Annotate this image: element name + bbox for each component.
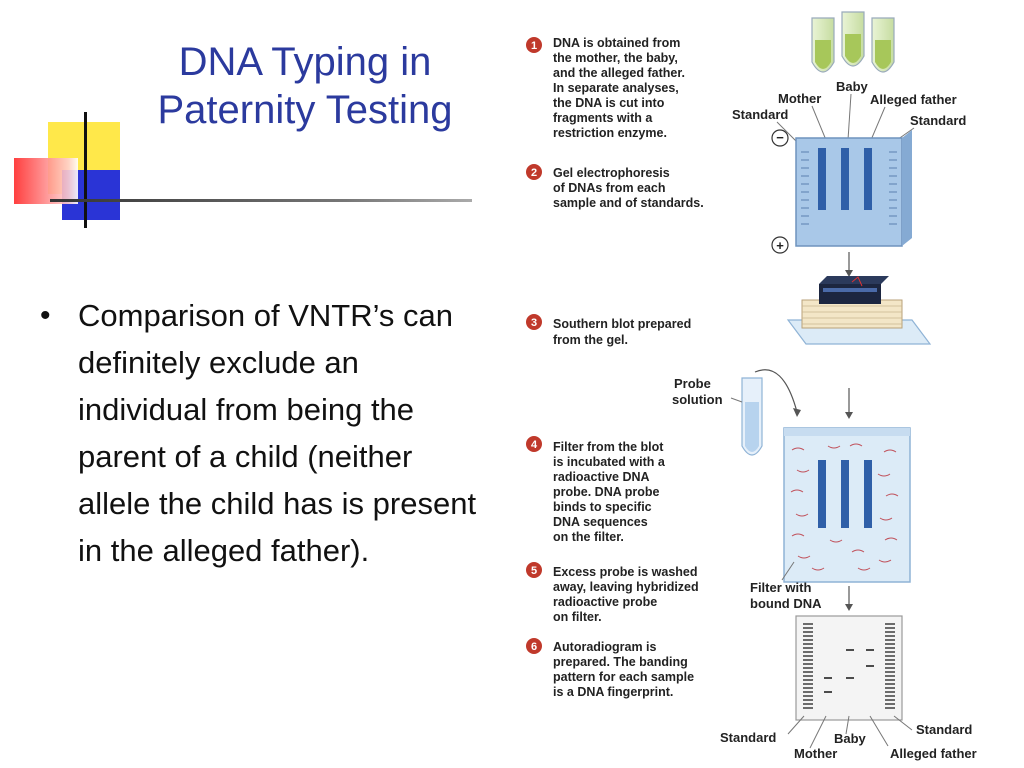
- plus-electrode-icon: [771, 236, 789, 254]
- step-circle: [526, 562, 542, 578]
- step-line: sample and of standards.: [553, 196, 704, 210]
- arrow-down-icon: [845, 388, 853, 419]
- step-line: Southern blot prepared: [553, 317, 691, 331]
- arrow-down-icon: [845, 252, 853, 277]
- gel-minus-sign: −: [776, 130, 784, 145]
- slide-title-line1: DNA Typing in: [178, 40, 432, 84]
- step-line: Filter from the blot: [553, 440, 664, 454]
- step-circle: [526, 436, 542, 452]
- gel: − +: [771, 129, 912, 254]
- probe-tube: [730, 369, 801, 456]
- autoradiogram: [795, 615, 903, 721]
- step-2: 2 Gel electrophoresis of DNAs from each …: [526, 164, 704, 210]
- step-line: on filter.: [553, 610, 602, 624]
- filter-leader-line: [781, 561, 795, 581]
- tube-alleged-father: [871, 17, 895, 73]
- label-filter-with: Filter with: [750, 580, 811, 595]
- bullet-marker: •: [40, 299, 51, 332]
- step-line: DNA sequences: [553, 515, 648, 529]
- step-number: 2: [531, 167, 537, 179]
- sample-tubes: [811, 11, 895, 73]
- tube-mother: [811, 17, 835, 73]
- step-circle: [526, 164, 542, 180]
- step-number: 1: [531, 40, 537, 52]
- southern-blot-apparatus: [786, 276, 932, 345]
- label-standard-top-right: Standard: [910, 113, 966, 128]
- step-line: DNA is obtained from: [553, 36, 680, 50]
- slide-title-line2: Paternity Testing: [157, 88, 453, 132]
- label-alleged-father-top: Alleged father: [870, 92, 957, 107]
- decor-horizontal-rule: [50, 199, 472, 202]
- step-line: Excess probe is washed: [553, 565, 698, 579]
- minus-electrode-icon: [771, 129, 789, 147]
- gel-lane-father: [864, 148, 872, 210]
- step-line: from the gel.: [553, 333, 628, 347]
- step-circle: [526, 638, 542, 654]
- diagram-svg: 1 DNA is obtained from the mother, the b…: [526, 11, 977, 761]
- step-number: 4: [531, 439, 538, 451]
- step-text: Autoradiogram is prepared. The banding p…: [553, 640, 698, 699]
- step-line: Gel electrophoresis: [553, 166, 670, 180]
- step-line: Autoradiogram is: [553, 640, 657, 654]
- step-3: 3 Southern blot prepared from the gel.: [526, 314, 695, 347]
- decor-red-gradient: [14, 158, 78, 204]
- step-line: the mother, the baby,: [553, 51, 678, 65]
- step-text: Gel electrophoresis of DNAs from each sa…: [553, 166, 704, 210]
- step-text: Excess probe is washed away, leaving hyb…: [553, 565, 702, 624]
- label-mother-bottom: Mother: [794, 746, 837, 761]
- step-number: 5: [531, 565, 537, 577]
- step-1: 1 DNA is obtained from the mother, the b…: [526, 36, 688, 140]
- label-alleged-father-bottom: Alleged father: [890, 746, 977, 761]
- label-probe: Probe: [674, 376, 711, 391]
- tube-baby: [841, 11, 865, 67]
- step-line: fragments with a: [553, 111, 653, 125]
- label-standard-top-left: Standard: [732, 107, 788, 122]
- bottom-leader-lines: [787, 715, 913, 749]
- step-line: restriction enzyme.: [553, 126, 667, 140]
- gel-standard-ticks: [801, 151, 897, 225]
- incubation-bag: [783, 427, 911, 583]
- step-line: away, leaving hybridized: [553, 580, 699, 594]
- step-text: Southern blot prepared from the gel.: [553, 317, 695, 347]
- gel-side: [902, 130, 912, 246]
- lane-leader-lines: [776, 93, 915, 143]
- step-line: radioactive probe: [553, 595, 657, 609]
- step-text: Filter from the blot is incubated with a…: [553, 440, 668, 544]
- step-line: prepared. The banding: [553, 655, 688, 669]
- step-circle: [526, 314, 542, 330]
- decor-vertical-line: [84, 112, 87, 228]
- step-line: the DNA is cut into: [553, 96, 665, 110]
- step-line: is incubated with a: [553, 455, 666, 469]
- step-line: is a DNA fingerprint.: [553, 685, 673, 699]
- label-baby-bottom: Baby: [834, 731, 867, 746]
- label-standard-bottom-left: Standard: [720, 730, 776, 745]
- step-5: 5 Excess probe is washed away, leaving h…: [526, 562, 702, 624]
- step-line: of DNAs from each: [553, 181, 666, 195]
- label-mother-top: Mother: [778, 91, 821, 106]
- step-line: probe. DNA probe: [553, 485, 660, 499]
- step-number: 3: [531, 317, 537, 329]
- label-bound-dna: bound DNA: [750, 596, 822, 611]
- step-6: 6 Autoradiogram is prepared. The banding…: [526, 638, 698, 699]
- step-number: 6: [531, 641, 537, 653]
- step-line: binds to specific: [553, 500, 652, 514]
- gel-lane-mother: [818, 148, 826, 210]
- step-line: In separate analyses,: [553, 81, 679, 95]
- step-4: 4 Filter from the blot is incubated with…: [526, 436, 668, 544]
- gel-lane-baby: [841, 148, 849, 210]
- step-line: and the alleged father.: [553, 66, 685, 80]
- gel-plus-sign: +: [776, 238, 784, 253]
- bullet-text: Comparison of VNTR’s can definitely excl…: [78, 298, 477, 568]
- label-standard-bottom-right: Standard: [916, 722, 972, 737]
- paternity-diagram: 1 DNA is obtained from the mother, the b…: [512, 0, 1024, 768]
- arrow-down-icon: [845, 586, 853, 611]
- step-circle: [526, 37, 542, 53]
- step-text: DNA is obtained from the mother, the bab…: [553, 36, 688, 140]
- step-line: radioactive DNA: [553, 470, 650, 484]
- label-baby-top: Baby: [836, 79, 869, 94]
- slide-title: DNA Typing in Paternity Testing: [120, 38, 490, 134]
- step-line: on the filter.: [553, 530, 624, 544]
- step-line: pattern for each sample: [553, 670, 694, 684]
- label-solution: solution: [672, 392, 723, 407]
